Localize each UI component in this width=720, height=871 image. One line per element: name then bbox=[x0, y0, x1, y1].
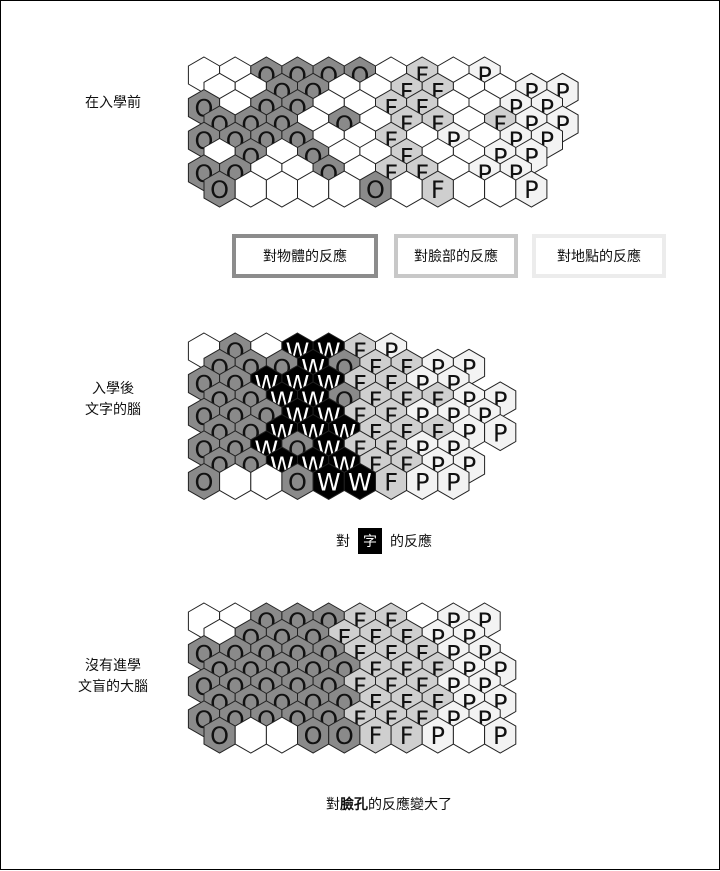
legend-face-box: 對臉部的反應 bbox=[394, 234, 518, 278]
panel-3-caption-pre: 對 bbox=[326, 797, 340, 813]
hex-cell-place: P bbox=[421, 716, 454, 754]
hex-letter-object: O bbox=[288, 468, 307, 496]
hex-letter-place: P bbox=[446, 468, 460, 496]
hex-cell-word: W bbox=[312, 462, 345, 500]
hex-letter-face: F bbox=[369, 722, 383, 750]
hex-cell-object: O bbox=[359, 170, 392, 208]
hex-cell-place: P bbox=[515, 170, 548, 208]
hex-letter-place: P bbox=[431, 722, 445, 750]
hex-letter-object: O bbox=[304, 722, 323, 750]
hex-letter-object: O bbox=[366, 176, 385, 204]
panel-3-caption: 對 臉孔 的反應變大了 bbox=[326, 794, 452, 814]
panel-2-caption-post: 的反應 bbox=[390, 534, 432, 550]
hex-cell-place: P bbox=[484, 413, 517, 452]
hex-cell-place: P bbox=[484, 716, 517, 754]
hex-letter-word: W bbox=[348, 468, 372, 496]
hex-letter-place: P bbox=[493, 420, 507, 448]
hex-cell-word: W bbox=[343, 462, 376, 500]
panel-3-caption-bold: 臉孔 bbox=[340, 797, 368, 813]
legend-face-label: 對臉部的反應 bbox=[414, 249, 498, 265]
panel-2-label: 入學後 文字的腦 bbox=[58, 379, 168, 421]
hex-cell-object: O bbox=[203, 170, 236, 208]
panel-3-label-line-1: 沒有進學 bbox=[85, 658, 141, 674]
legend-place-label: 對地點的反應 bbox=[557, 249, 641, 265]
legend-place-box: 對地點的反應 bbox=[532, 234, 666, 278]
hex-cell-place: P bbox=[437, 462, 470, 500]
hex-shape bbox=[515, 170, 548, 208]
hex-shape bbox=[484, 413, 517, 452]
hex-letter-face: F bbox=[400, 722, 414, 750]
hex-shape bbox=[484, 716, 517, 754]
hex-cell-object: O bbox=[187, 462, 221, 500]
panel-2-label-line-1: 入學後 bbox=[92, 381, 134, 397]
hex-cell-object: O bbox=[203, 716, 236, 754]
hex-cell-object: O bbox=[328, 716, 361, 754]
hex-letter-face: F bbox=[431, 176, 445, 204]
panel-1-label-line: 在入學前 bbox=[85, 95, 141, 111]
panel-2-caption-pre: 對 bbox=[336, 534, 350, 550]
hex-letter-face: F bbox=[384, 468, 398, 496]
hex-cell-face: F bbox=[375, 462, 408, 500]
panel-3-label: 沒有進學 文盲的大腦 bbox=[58, 656, 168, 698]
hex-shape bbox=[437, 462, 470, 500]
hex-cell-face: F bbox=[390, 716, 423, 754]
hex-letter-object: O bbox=[210, 722, 229, 750]
hex-cell-object: O bbox=[297, 716, 330, 754]
panel-2-caption: 對 字 的反應 bbox=[336, 528, 432, 554]
panel-2-label-line-2: 文字的腦 bbox=[85, 402, 141, 418]
legend-object-label: 對物體的反應 bbox=[263, 249, 347, 265]
hex-letter-object: O bbox=[210, 176, 229, 204]
panel-3-label-line-2: 文盲的大腦 bbox=[78, 679, 148, 695]
hex-letter-place: P bbox=[524, 176, 538, 204]
hex-letter-object: O bbox=[335, 722, 354, 750]
hex-letter-place: P bbox=[493, 722, 507, 750]
panel-3-caption-post: 的反應變大了 bbox=[368, 797, 452, 813]
hex-letter-word: W bbox=[317, 468, 341, 496]
hex-letter-place: P bbox=[415, 468, 429, 496]
hex-letter-object: O bbox=[195, 468, 214, 496]
panel-1-label: 在入學前 bbox=[58, 93, 168, 114]
hex-cell-object: O bbox=[281, 462, 314, 500]
panel-2-caption-highlight: 字 bbox=[358, 528, 382, 554]
legend-object-box: 對物體的反應 bbox=[232, 234, 378, 278]
hex-cell-place: P bbox=[406, 462, 439, 500]
